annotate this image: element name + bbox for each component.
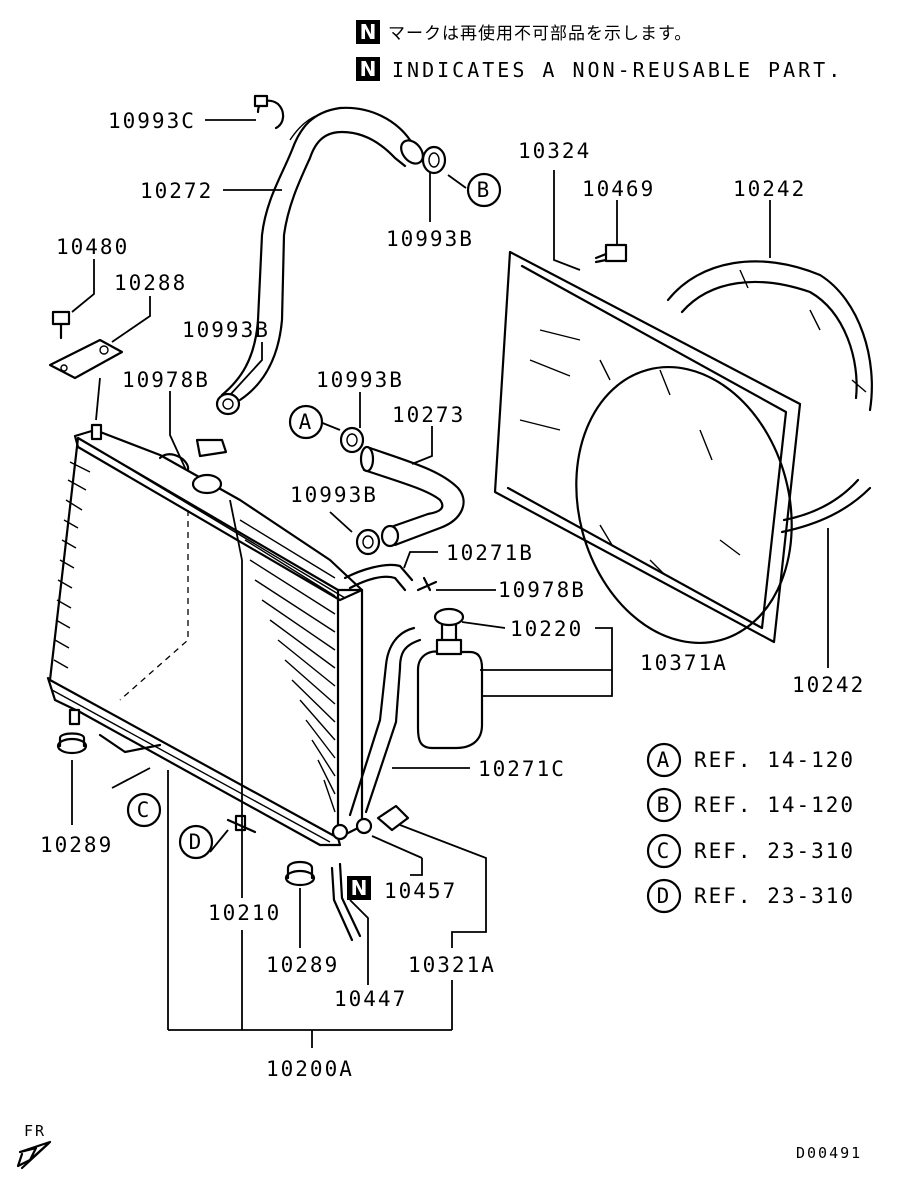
reserve-tank: [416, 607, 484, 750]
callout-b-letter: B: [477, 178, 492, 202]
label-10993B-mid: 10993B: [316, 368, 404, 392]
label-10993B-top: 10993B: [386, 227, 474, 251]
radiator-fins-left: [53, 461, 91, 669]
callout-a: A: [288, 404, 324, 440]
callout-b: B: [466, 172, 502, 208]
callout-d: D: [178, 824, 214, 860]
label-10978B-right: 10978B: [498, 578, 586, 602]
front-label: FR: [24, 1122, 46, 1140]
label-10242-bottom: 10242: [792, 673, 865, 697]
legend-letter-c: C: [657, 839, 672, 863]
part-labels: 10993C 10272 10993B 10480 10288 10993B 1…: [40, 109, 865, 1081]
radiator-bracket: [48, 338, 124, 380]
hose-clamp-10993B-top: [421, 145, 447, 175]
label-10993B-low: 10993B: [290, 483, 378, 507]
label-10447: 10447: [334, 987, 407, 1011]
leader-lines: [71, 119, 829, 1048]
hose-clamp-10993B-mid: [339, 426, 365, 454]
label-10480: 10480: [56, 235, 129, 259]
label-10220: 10220: [510, 617, 583, 641]
diagram-code: D00491: [796, 1144, 862, 1162]
overflow-hose-10271B: [343, 563, 438, 592]
hose-clamp-10993B-left: [215, 392, 241, 416]
label-10371A: 10371A: [640, 651, 728, 675]
label-10200A: 10200A: [266, 1057, 354, 1081]
mount-insulator-bottom: [284, 860, 316, 887]
legend-ref-b: REF. 14-120: [694, 793, 855, 817]
temperature-sensor: [594, 243, 628, 264]
note-english: INDICATES A NON-REUSABLE PART.: [392, 58, 843, 82]
non-reusable-note: N マークは再使用不可部品を示します。 N INDICATES A NON-RE…: [356, 20, 843, 82]
label-10288: 10288: [114, 271, 187, 295]
label-10272: 10272: [140, 179, 213, 203]
hose-clamp-10993C: [253, 94, 285, 130]
radiator-fins-right: [239, 519, 336, 813]
bracket-bolt: [51, 310, 71, 340]
label-10978B-left: 10978B: [122, 368, 210, 392]
drain-plug: [355, 804, 410, 835]
drain-hose: [330, 862, 362, 942]
front-direction-indicator: FR: [16, 1122, 52, 1170]
mount-insulator-left: [56, 732, 88, 755]
badge-letter: N: [360, 57, 377, 81]
callout-d-letter: D: [189, 830, 204, 854]
radiator-cap: [195, 438, 228, 458]
legend-ref-c: REF. 23-310: [694, 839, 855, 863]
callout-c-letter: C: [137, 798, 152, 822]
label-10242-top: 10242: [733, 177, 806, 201]
label-10321A: 10321A: [408, 953, 496, 977]
legend-letter-d: D: [657, 884, 672, 908]
label-10289-left: 10289: [40, 833, 113, 857]
fan-shroud-ring-upper: [666, 260, 873, 412]
callout-a-letter: A: [299, 410, 314, 434]
label-10210: 10210: [208, 901, 281, 925]
reference-legend: A REF. 14-120 B REF. 14-120 C REF. 23-31…: [646, 742, 855, 914]
reserve-tank-hose: [348, 626, 422, 817]
fan-shroud: [493, 250, 802, 645]
legend-letter-b: B: [657, 793, 672, 817]
legend-ref-a: REF. 14-120: [694, 748, 855, 772]
callout-c: C: [126, 792, 162, 828]
label-10324: 10324: [518, 139, 591, 163]
label-10271C: 10271C: [478, 757, 566, 781]
non-reusable-badge-icon: [356, 20, 380, 44]
label-10993C: 10993C: [108, 109, 196, 133]
label-10271B: 10271B: [446, 541, 534, 565]
note-japanese: マークは再使用不可部品を示します。: [388, 23, 692, 44]
legend-letter-a: A: [657, 748, 672, 772]
label-10469: 10469: [582, 177, 655, 201]
upper-radiator-hose: [220, 106, 424, 402]
non-reusable-badge-icon: [356, 57, 380, 81]
badge-letter: N: [360, 20, 377, 44]
fan-shroud-ring-lower: [780, 478, 872, 534]
non-reusable-badge-10457: N: [347, 876, 371, 900]
label-10457: 10457: [384, 879, 457, 903]
radiator: [46, 423, 364, 847]
label-10273: 10273: [392, 403, 465, 427]
hose-clamp-10993B-low: [355, 528, 381, 556]
legend-ref-d: REF. 23-310: [694, 884, 855, 908]
label-10993B-left: 10993B: [182, 318, 270, 342]
lower-radiator-hose: [359, 445, 465, 548]
badge-letter: N: [351, 876, 368, 900]
label-10289-bottom: 10289: [266, 953, 339, 977]
